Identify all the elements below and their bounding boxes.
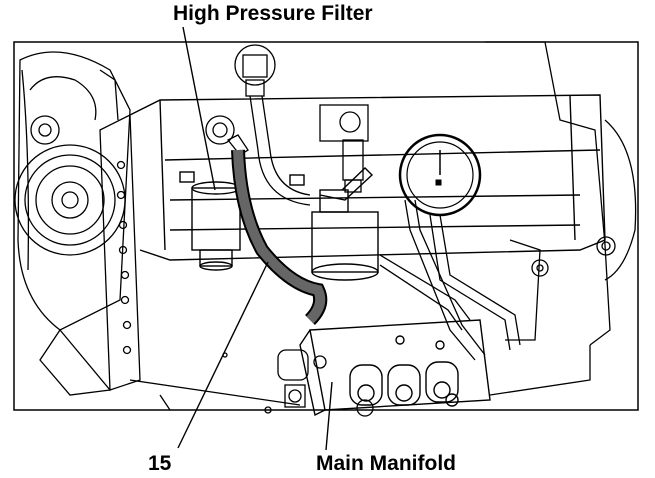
leader-high-pressure-filter [182,26,216,191]
left-side-plate [39,113,141,396]
pressure-gauge [398,133,482,217]
main-manifold [299,319,491,417]
leader-15 [177,261,269,449]
high-pressure-filter [191,181,241,271]
pulley-assembly [14,51,131,331]
top-elbow-fitting [234,44,311,206]
base-plate [129,345,591,414]
right-side-components [485,41,637,346]
hydraulic-tubing [379,199,521,361]
left-manifold-valves [277,349,374,417]
main-manifold-label: Main Manifold [316,452,456,475]
hose-fitting-upper [205,115,249,156]
center-top-fitting [319,104,369,193]
center-canister [311,167,379,281]
callout-15-label: 15 [148,452,172,475]
high-pressure-filter-label: High Pressure Filter [173,2,373,25]
leader-main-manifold [325,381,333,451]
solenoid-coils [349,361,459,407]
leader-lines [177,26,333,451]
flexible-hose [231,149,328,325]
